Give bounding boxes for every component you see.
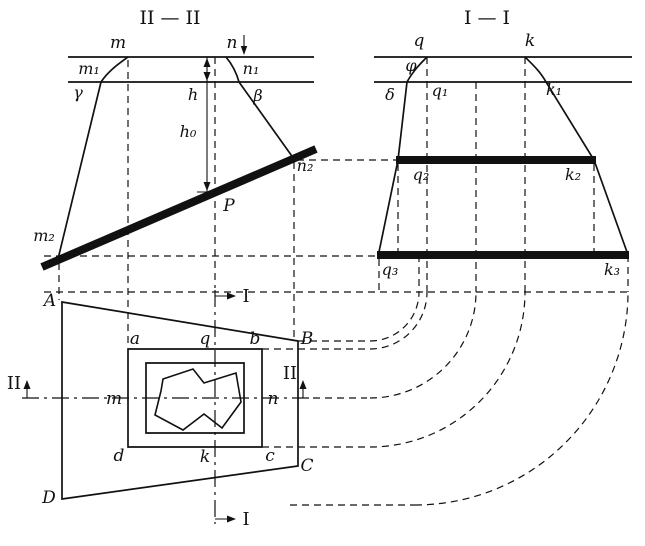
section-i-view: I — I q k φ δ q₁ k₁ q₂ k₂ q₃ k₃ xyxy=(374,7,632,279)
label-edge-k-plan: k xyxy=(200,447,210,467)
label-k-section: k xyxy=(525,31,535,51)
projection-lines xyxy=(44,57,632,506)
label-rect-a: a xyxy=(130,329,140,349)
boundary-line-left-ii xyxy=(57,56,129,260)
label-q3: q₃ xyxy=(382,260,399,279)
arrowhead-right-icon xyxy=(227,515,236,523)
label-n2: n₂ xyxy=(297,156,314,175)
label-beta-angle: β xyxy=(252,86,262,105)
label-rect-c: c xyxy=(265,446,275,466)
label-edge-m-plan: m xyxy=(106,389,122,409)
label-phi-angle: φ xyxy=(405,56,417,75)
section-ii-title: II — II xyxy=(139,7,200,29)
label-edge-q-plan: q xyxy=(200,329,211,349)
label-q-section: q xyxy=(414,31,425,51)
transfer-arc-3 xyxy=(369,291,477,399)
label-h-depth: h xyxy=(188,85,198,104)
plan-view: A B C D a b c d q m n k I I II II xyxy=(7,286,314,530)
transfer-arc-1 xyxy=(369,291,420,342)
label-corner-d-cap: D xyxy=(41,488,56,508)
transfer-arc-5 xyxy=(414,291,629,506)
boundary-line-left-i xyxy=(378,56,428,253)
arrowhead-up-icon xyxy=(23,380,31,389)
object-envelope-rect xyxy=(145,362,245,434)
label-q1: q₁ xyxy=(432,81,449,100)
transfer-arc-2 xyxy=(369,291,428,350)
transfer-arc-4 xyxy=(369,291,526,448)
label-m-section: m xyxy=(110,33,126,53)
section-mark-ii-left: II xyxy=(7,373,21,394)
section-mark-i-top: I xyxy=(242,286,249,307)
arrowhead-down-icon xyxy=(240,46,248,55)
pillar-boundary-trapezoid xyxy=(61,300,299,500)
label-h0-depth: h₀ xyxy=(180,122,197,141)
section-i-title: I — I xyxy=(464,7,510,29)
arrowhead-up-icon xyxy=(299,380,307,389)
label-delta-angle: δ xyxy=(385,85,395,104)
boundary-line-right-i xyxy=(524,56,628,253)
arrowhead-up-icon xyxy=(203,58,211,67)
label-corner-c-cap: C xyxy=(300,456,313,476)
label-rect-d: d xyxy=(114,446,125,466)
boundary-line-right-ii xyxy=(225,56,295,160)
label-n-section: n xyxy=(227,33,238,53)
section-mark-i-bottom: I xyxy=(242,509,249,530)
label-k3: k₃ xyxy=(604,260,620,279)
label-m1: m₁ xyxy=(78,59,100,78)
label-edge-n-plan: n xyxy=(268,389,279,409)
arrowhead-down-icon xyxy=(203,72,211,81)
inclined-seam-line xyxy=(40,145,318,271)
label-gamma-angle: γ xyxy=(73,83,83,102)
label-q2: q₂ xyxy=(413,165,430,184)
arrowhead-right-icon xyxy=(227,292,236,300)
label-seam-point-p: P xyxy=(222,196,235,216)
section-ii-view: II — II m n m₁ n₁ γ β h h₀ m₂ n₂ P xyxy=(33,7,318,271)
label-corner-b-cap: B xyxy=(300,329,314,349)
label-k2: k₂ xyxy=(565,165,581,184)
label-k1: k₁ xyxy=(546,80,562,99)
label-corner-a-cap: A xyxy=(42,291,56,311)
label-n1: n₁ xyxy=(243,59,260,78)
building-footprint-polygon xyxy=(154,368,242,431)
label-m2: m₂ xyxy=(33,226,55,245)
protected-area-rect xyxy=(127,348,263,448)
section-mark-ii-right: II xyxy=(283,363,297,384)
label-rect-b: b xyxy=(250,329,261,349)
arrowhead-down-icon xyxy=(203,182,211,191)
